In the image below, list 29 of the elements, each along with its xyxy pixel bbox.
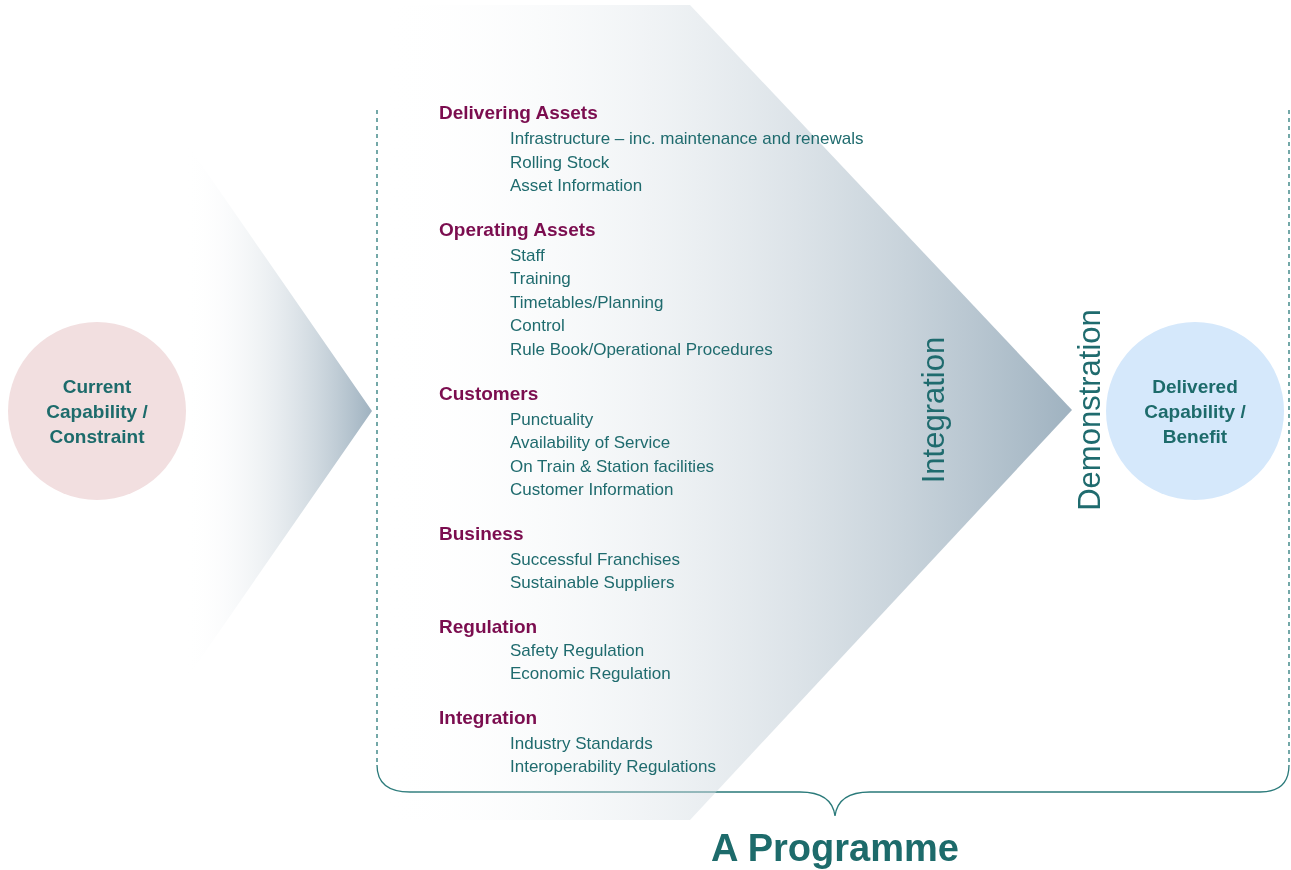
list-item: On Train & Station facilities: [510, 457, 715, 477]
list-item: Control: [510, 316, 565, 336]
list-item: Punctuality: [510, 410, 594, 430]
list-item: Customer Information: [510, 480, 674, 500]
list-item: Asset Information: [510, 176, 643, 196]
list-item: Safety Regulation: [510, 641, 645, 661]
list-item: Availability of Service: [510, 433, 671, 453]
vertical-text: Demonstration: [1072, 309, 1108, 511]
category-heading: Integration: [439, 707, 538, 729]
category-heading: Delivering Assets: [439, 102, 598, 124]
category-heading: Operating Assets: [439, 219, 596, 241]
list-item: Successful Franchises: [510, 550, 681, 570]
list-item: Interoperability Regulations: [510, 757, 716, 777]
end-circle: Delivered Capability / Benefit: [1106, 322, 1284, 500]
category-heading: Customers: [439, 383, 539, 405]
start-circle: Current Capability / Constraint: [8, 322, 186, 500]
list-item: Sustainable Suppliers: [510, 573, 675, 593]
category-heading: Regulation: [439, 616, 538, 638]
list-item: Infrastructure – inc. maintenance and renewals: [510, 129, 864, 149]
list-item: Rule Book/Operational Procedures: [510, 340, 773, 360]
list-item: Industry Standards: [510, 734, 653, 754]
list-item: Staff: [510, 246, 545, 266]
list-item: Rolling Stock: [510, 153, 610, 173]
vertical-text: Integration: [916, 336, 952, 484]
list-item: Economic Regulation: [510, 664, 671, 684]
category-heading: Business: [439, 523, 524, 545]
brace-label: A Programme: [711, 826, 959, 870]
list-item: Timetables/Planning: [510, 293, 664, 313]
list-item: Training: [510, 269, 571, 289]
